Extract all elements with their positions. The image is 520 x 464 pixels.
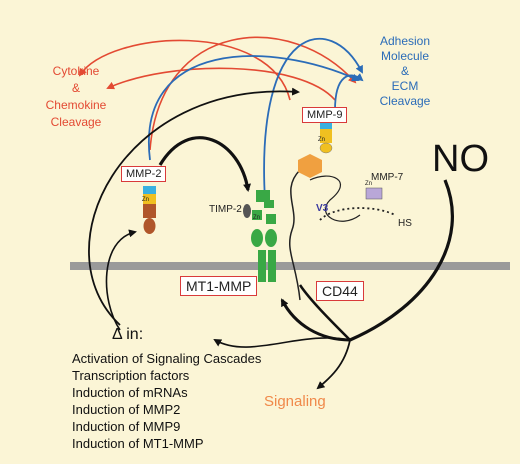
mt1mmp-domain-2 bbox=[264, 200, 274, 208]
mt1mmp-domain-4 bbox=[266, 214, 276, 224]
no-label: NO bbox=[432, 138, 489, 180]
mt1mmp-transmembrane-a bbox=[258, 250, 266, 282]
mmp9-hemopexin bbox=[319, 142, 333, 154]
arrow-to-mt1mmp bbox=[280, 298, 351, 342]
v3-label: V3 bbox=[316, 203, 329, 214]
delta-in-label: Δ in: bbox=[112, 326, 144, 343]
cd44-loop bbox=[309, 175, 361, 222]
mt1mmp-label-box: MT1-MMP bbox=[180, 276, 258, 296]
signaling-label: Signaling bbox=[264, 393, 326, 410]
blue-arrow-mmp9 bbox=[334, 73, 364, 111]
mt1mmp-hemopexin-b bbox=[265, 229, 277, 247]
mmp7-label: MMP-7 bbox=[371, 172, 404, 183]
mt1mmp-domain-3 bbox=[252, 210, 262, 220]
cd44-head bbox=[298, 154, 322, 178]
cytokine-label: Cytokine & Chemokine Cleavage bbox=[26, 63, 126, 131]
mmp9-label-box: MMP-9 bbox=[302, 107, 348, 123]
black-arrow-to-mmp9 bbox=[88, 87, 300, 326]
mmp7-zn-label: Zn bbox=[365, 181, 373, 187]
blue-arrow-mt1mmp bbox=[263, 37, 363, 201]
mmp9-zn-label: Zn bbox=[318, 137, 326, 143]
mmp2-label-box: MMP-2 bbox=[121, 166, 167, 182]
mmp9-domain-yellow bbox=[320, 129, 332, 143]
effect-item: Transcription factors bbox=[72, 368, 190, 383]
cytokine-line-3: Chemokine bbox=[45, 98, 107, 112]
arrow-to-signaling bbox=[316, 339, 351, 390]
red-arrow-mmp2-adhesion bbox=[149, 36, 357, 151]
effect-item: Induction of MT1-MMP bbox=[72, 436, 204, 451]
cytokine-line-4: Cleavage bbox=[50, 115, 102, 129]
mmp2-hemopexin bbox=[143, 218, 156, 234]
adhesion-label: Adhesion Molecule & ECM Cleavage bbox=[360, 34, 450, 109]
mmp2-domain-yellow bbox=[143, 194, 156, 204]
mt1mmp-transmembrane-b bbox=[268, 250, 276, 282]
cytokine-line-1: Cytokine bbox=[52, 64, 100, 78]
adhesion-line-3: & bbox=[400, 64, 409, 78]
effect-item: Induction of MMP9 bbox=[72, 419, 181, 434]
timp2-shape bbox=[243, 204, 251, 218]
arrow-to-delta bbox=[213, 337, 351, 348]
heparan-sulfate-chain bbox=[319, 207, 396, 221]
effect-item: Induction of mRNAs bbox=[72, 385, 188, 400]
mmp2-domain-blue bbox=[143, 186, 156, 194]
effect-item: Activation of Signaling Cascades bbox=[72, 351, 262, 366]
effects-list: Activation of Signaling Cascades Transcr… bbox=[72, 350, 261, 452]
cell-membrane bbox=[70, 262, 510, 270]
mmp9-domain-blue bbox=[320, 122, 332, 129]
mt1mmp-zn-label: Zn bbox=[253, 215, 261, 221]
hs-label: HS bbox=[398, 218, 412, 229]
cd44-stalk bbox=[288, 169, 301, 301]
cytokine-line-2: & bbox=[71, 81, 80, 95]
cd44-label-box: CD44 bbox=[316, 281, 364, 301]
no-curve bbox=[349, 179, 454, 342]
mt1mmp-hemopexin-a bbox=[251, 229, 263, 247]
mmp2-domain-brown bbox=[143, 204, 156, 218]
blue-arrow-mmp2 bbox=[147, 55, 360, 161]
effect-item: Induction of MMP2 bbox=[72, 402, 181, 417]
adhesion-line-4: ECM bbox=[391, 79, 419, 93]
timp2-label: TIMP-2 bbox=[209, 204, 242, 215]
black-arrow-mmp2-to-mt1mmp bbox=[158, 136, 251, 192]
black-arrow-to-mmp2 bbox=[105, 229, 137, 331]
mt1mmp-domain-1 bbox=[256, 190, 270, 202]
adhesion-line-5: Cleavage bbox=[379, 94, 431, 108]
adhesion-line-2: Molecule bbox=[380, 49, 430, 63]
arrow-to-cd44 bbox=[298, 284, 351, 341]
adhesion-line-1: Adhesion bbox=[379, 34, 431, 48]
red-arrow-mmp9-cytokine bbox=[106, 67, 336, 101]
mmp7-protein bbox=[365, 187, 383, 200]
mmp2-zn-label: Zn bbox=[142, 197, 150, 203]
